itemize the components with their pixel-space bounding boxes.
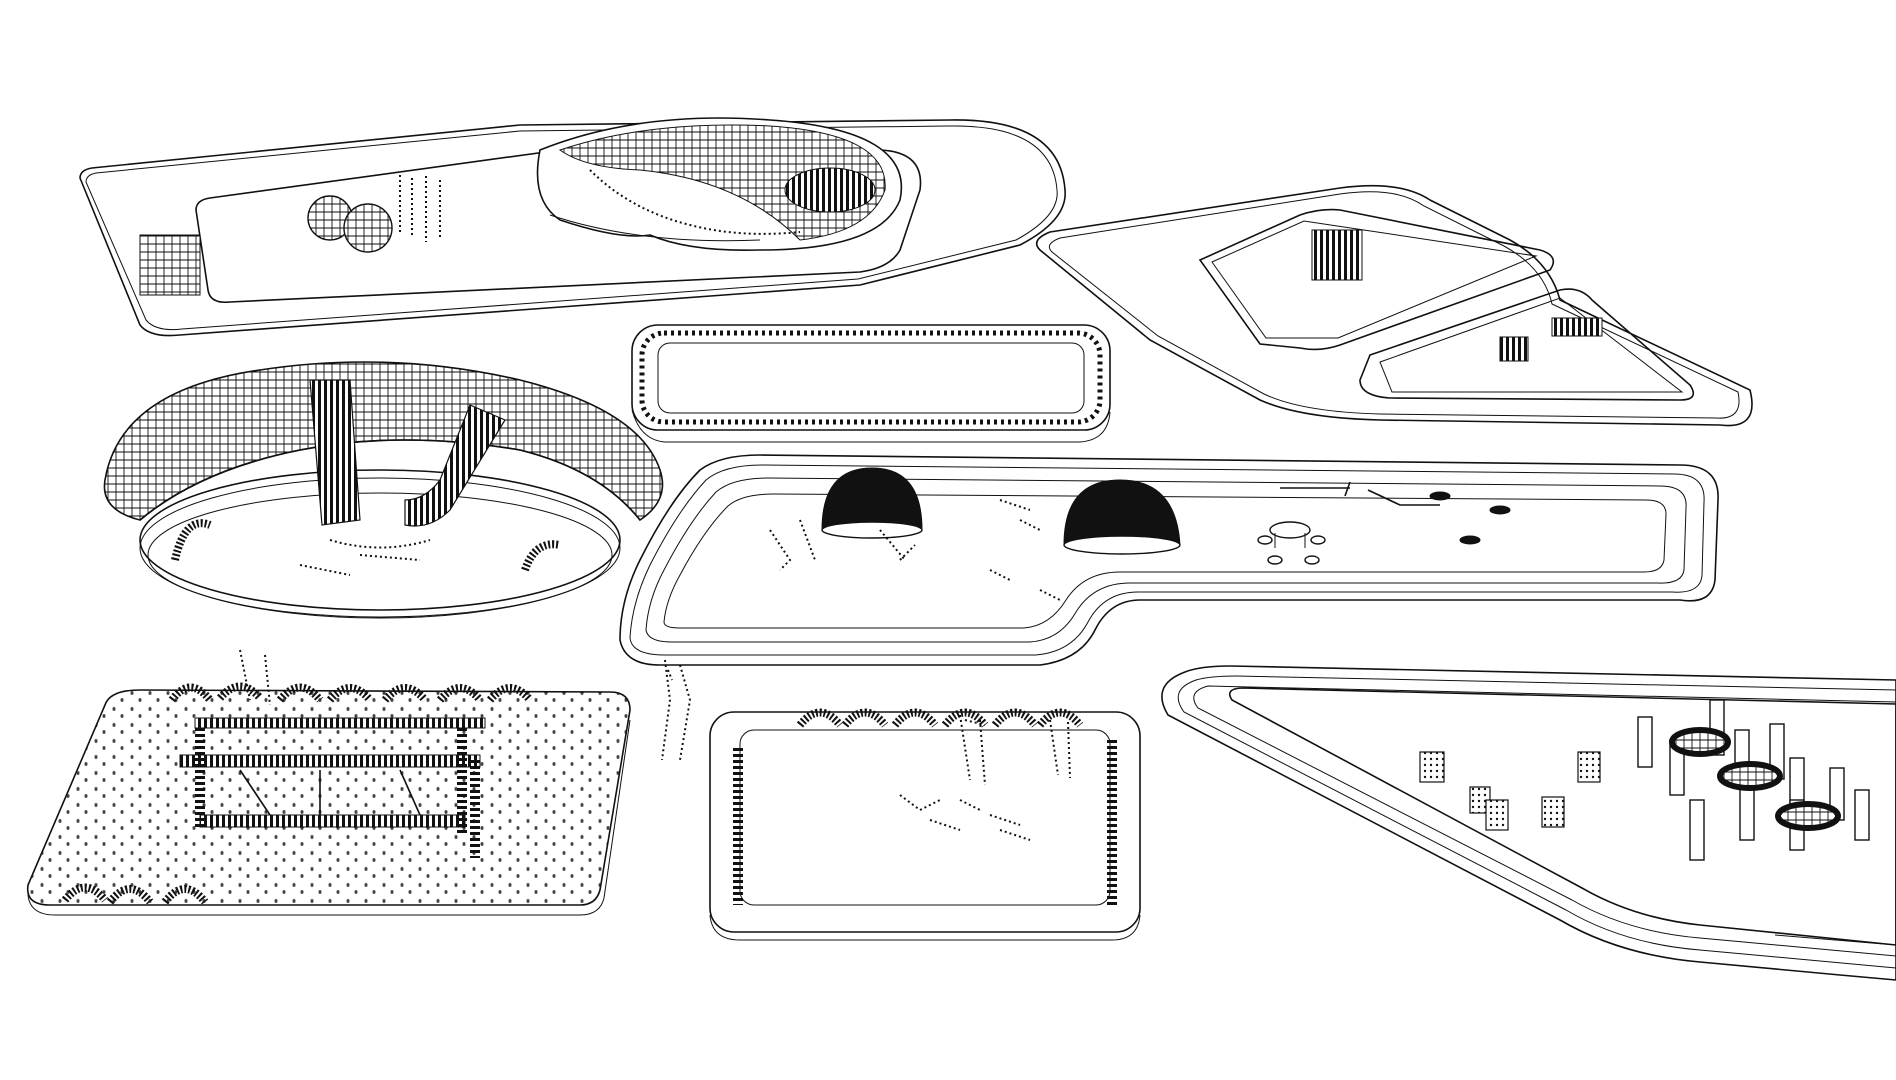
tyre-swings xyxy=(1669,727,1841,831)
pillars-track-lot xyxy=(1161,665,1896,981)
small-square-lot xyxy=(709,708,1141,941)
ring-mound-slides xyxy=(103,361,664,619)
slide-left xyxy=(309,379,361,526)
arch-left xyxy=(171,519,212,561)
mushroom-stools xyxy=(1429,491,1511,545)
swing-frame-lot xyxy=(26,682,631,916)
dome-left xyxy=(821,467,923,539)
table-and-stools xyxy=(1257,521,1326,565)
post-cluster xyxy=(399,175,441,242)
dome-right xyxy=(1063,479,1181,555)
crescent-mound xyxy=(536,117,903,252)
figure-outlines xyxy=(239,649,1071,786)
corner-hoops xyxy=(61,883,209,905)
domes-track-lot xyxy=(619,454,1719,666)
empty-rounded-frame xyxy=(631,324,1111,443)
stump-stools xyxy=(1419,751,1601,831)
triangle-bays-lot xyxy=(1035,184,1753,427)
hoop-row xyxy=(168,682,534,703)
slide-right xyxy=(404,404,506,527)
steps-grid xyxy=(139,234,201,296)
swing-frame xyxy=(179,717,486,858)
crescent-mound-lot xyxy=(79,117,1066,337)
hoop-row-small xyxy=(796,708,1084,728)
arch-right xyxy=(521,540,561,572)
hatched-spheres xyxy=(307,195,393,253)
rail-path xyxy=(1280,481,1440,506)
